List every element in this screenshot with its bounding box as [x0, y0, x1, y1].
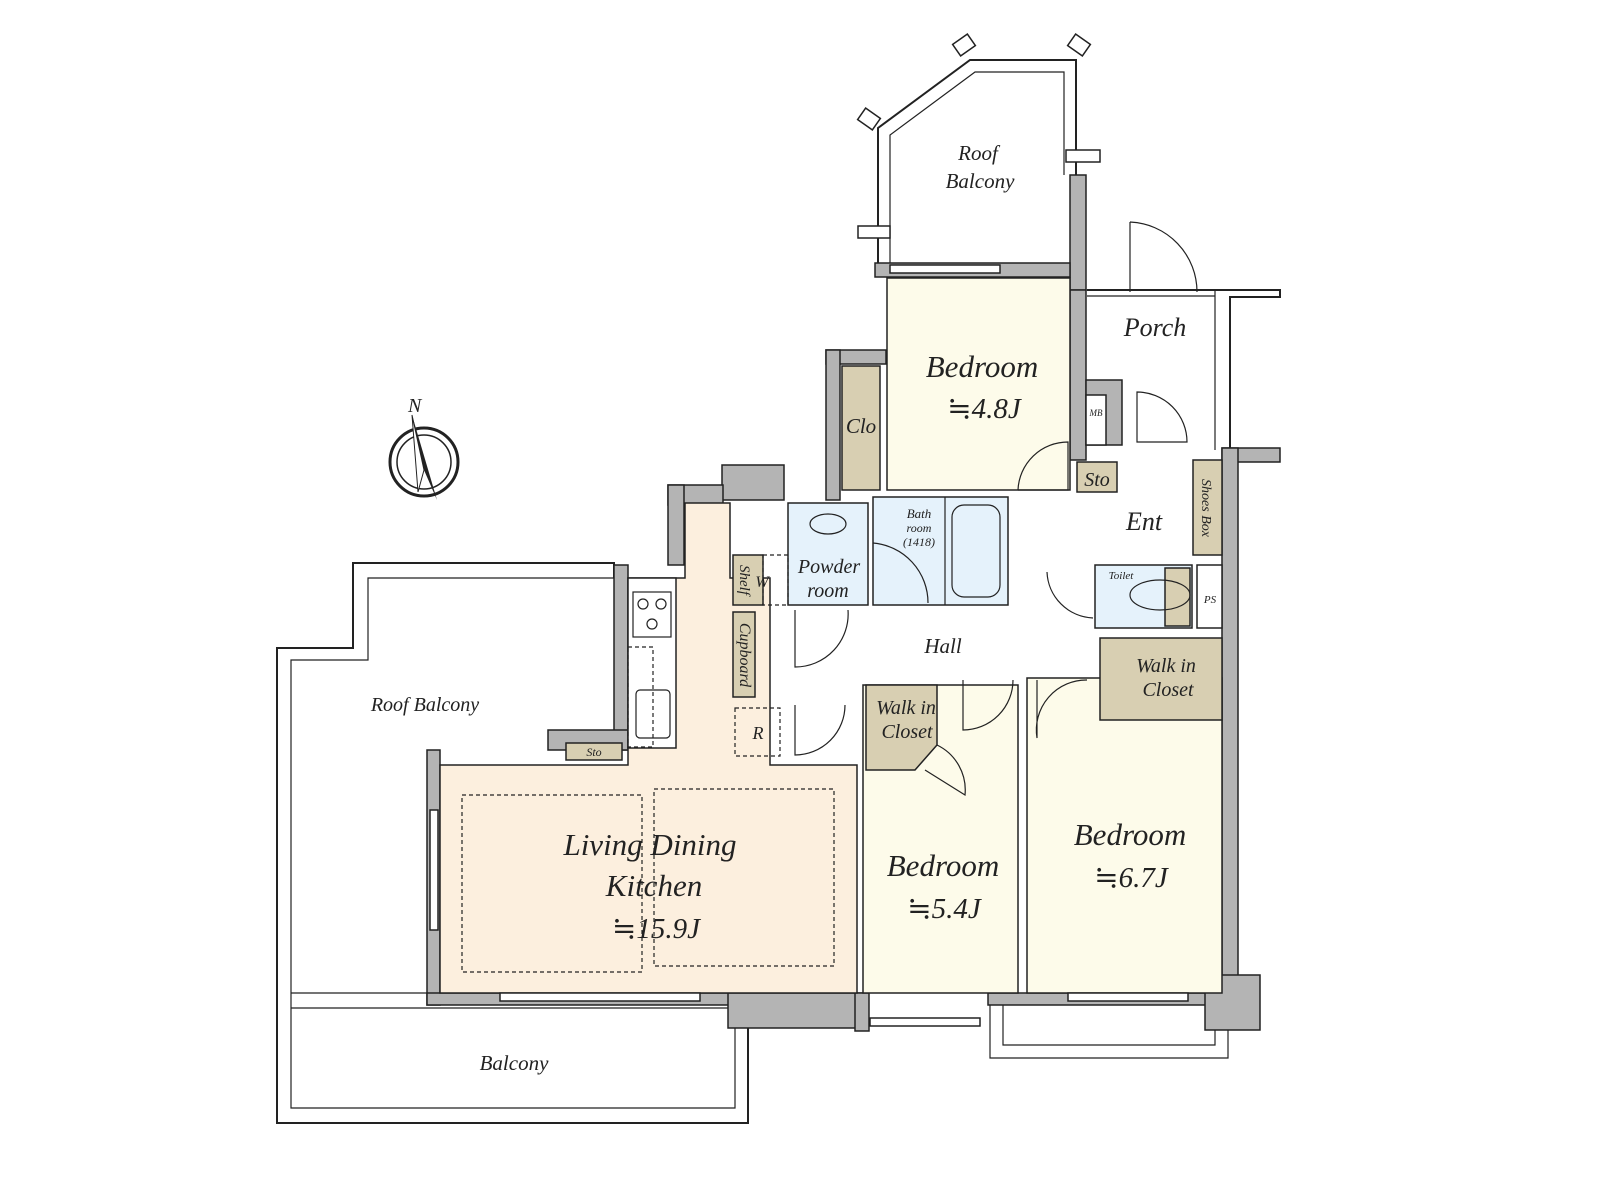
roof-balcony-west-label: Roof Balcony — [370, 694, 479, 716]
wic-left-label-2: Closet — [881, 721, 933, 743]
wic-left-label-1: Walk in — [876, 697, 936, 719]
ps-label: PS — [1203, 594, 1217, 606]
clo-label: Clo — [846, 414, 876, 438]
bath-label-1: Bath — [907, 506, 932, 521]
porch-label: Porch — [1123, 313, 1187, 342]
compass-north-label: N — [407, 395, 423, 417]
east-balcony-rail-inner — [1002, 1005, 1216, 1046]
ldk-size: ≒15.9J — [612, 913, 701, 945]
ldk-label-1: Living Dining — [562, 827, 736, 862]
bedroom-east-size: ≒6.7J — [1094, 862, 1169, 894]
sto-kitchen-label: Sto — [586, 745, 601, 759]
door-swing — [1017, 441, 1069, 491]
balcony-outline — [291, 992, 735, 1009]
bedroom-north-size: ≒4.8J — [947, 393, 1022, 425]
shoes-box-area — [1192, 459, 1223, 556]
bedroom-middle-size: ≒5.4J — [907, 893, 982, 925]
east-balcony-rail — [989, 1005, 1229, 1059]
toilet-label: Toilet — [1109, 570, 1135, 582]
wic-left-area — [865, 684, 938, 771]
ldk-label-2: Kitchen — [605, 868, 702, 903]
bath-label-2: room — [907, 521, 932, 535]
windows — [429, 264, 1189, 1027]
balcony-label: Balcony — [480, 1051, 549, 1075]
bedroom-east-label: Bedroom — [1074, 817, 1187, 852]
cupboard-label: Cupboard — [736, 623, 753, 688]
roof-balcony-top-label-2: Balcony — [946, 169, 1015, 193]
bedroom-middle-label: Bedroom — [887, 848, 1000, 883]
sto-ent-area — [1076, 461, 1118, 493]
roof-balcony-west-outline — [276, 562, 749, 1124]
ent-label: Ent — [1125, 507, 1163, 536]
roof-balcony-top-outline — [856, 33, 1101, 268]
bedroom-east-area — [1026, 677, 1223, 994]
wic-right-area — [1099, 637, 1223, 721]
bath-label-3: (1418) — [903, 535, 935, 549]
clo-area — [841, 365, 881, 491]
porch-outline — [1087, 221, 1281, 450]
powder-label-1: Powder — [797, 556, 860, 578]
w-label: W — [755, 574, 770, 591]
powder-room-area — [787, 502, 869, 606]
hall-label: Hall — [923, 634, 962, 658]
shelf-label: Shelf — [736, 565, 752, 597]
bedroom-north-area — [886, 277, 1071, 491]
bedroom-north-label: Bedroom — [926, 349, 1039, 384]
wic-right-label-2: Closet — [1142, 679, 1194, 701]
wic-right-label-1: Walk in — [1136, 655, 1196, 677]
mb-label: MB — [1089, 408, 1103, 418]
powder-label-2: room — [807, 580, 848, 602]
r-label: R — [752, 723, 764, 743]
north-compass-icon — [388, 414, 460, 500]
shoes-box-label: Shoes Box — [1198, 479, 1213, 538]
sto-ent-label: Sto — [1084, 469, 1110, 491]
bath-room-area — [872, 496, 1009, 606]
roof-balcony-top-label-1: Roof — [957, 141, 1001, 165]
